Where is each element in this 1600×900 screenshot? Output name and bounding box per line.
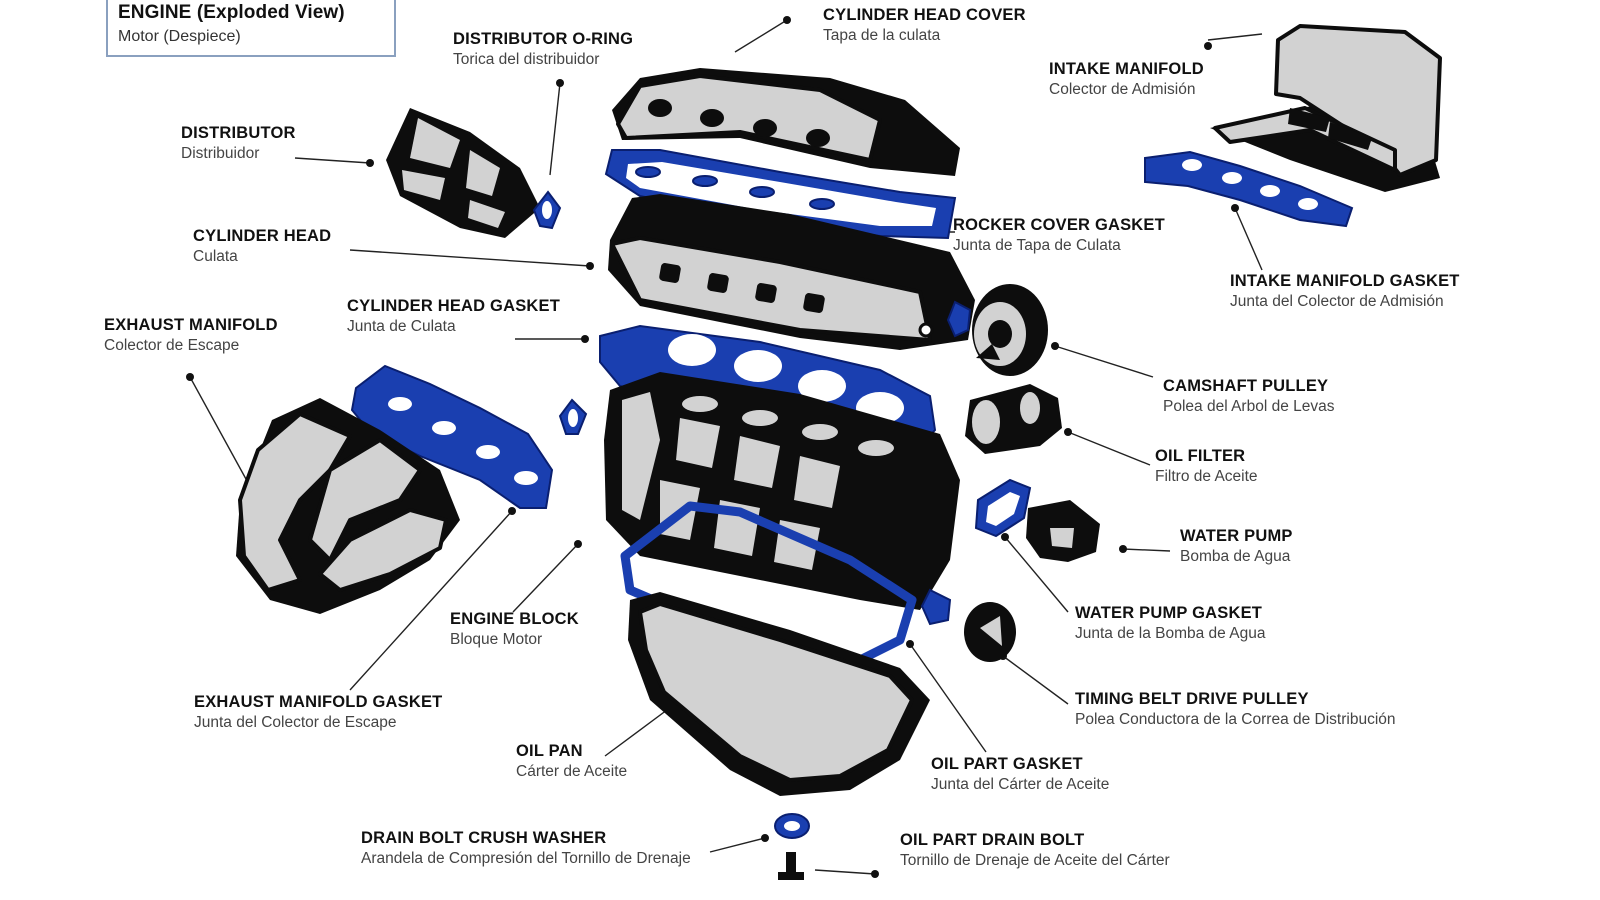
timing-belt-drive-pulley-part (964, 602, 1016, 662)
label-intake-manifold: INTAKE MANIFOLD Colector de Admisión (1049, 60, 1204, 99)
title-spanish: Motor (Despiece) (118, 28, 241, 45)
label-english: OIL PART GASKET (931, 755, 1083, 773)
label-spanish: Cárter de Aceite (516, 763, 628, 780)
intake-manifold-gasket-part (1144, 150, 1354, 228)
camshaft-pulley-part (972, 284, 1048, 376)
label-spanish: Junta del Colector de Escape (194, 714, 397, 731)
label-spanish: Polea Conductora de la Correa de Distrib… (1075, 711, 1396, 728)
oil-pan-drain-bolt-part (778, 852, 804, 880)
label-spanish: Junta de la Bomba de Agua (1075, 625, 1266, 642)
label-spanish: Colector de Admisión (1049, 81, 1196, 98)
label-english: DISTRIBUTOR (181, 124, 296, 142)
label-water-pump: WATER PUMP Bomba de Agua (1180, 527, 1293, 566)
label-english: OIL PAN (516, 742, 583, 760)
label-exhaust-manifold: EXHAUST MANIFOLD Colector de Escape (104, 316, 278, 355)
label-spanish: Polea del Arbol de Levas (1163, 398, 1335, 415)
label-exhaust-manifold-gasket: EXHAUST MANIFOLD GASKET Junta del Colect… (194, 693, 442, 732)
label-english: OIL PART DRAIN BOLT (900, 831, 1085, 849)
label-english: INTAKE MANIFOLD GASKET (1230, 272, 1460, 290)
drain-bolt-crush-washer-part (774, 813, 810, 839)
label-spanish: Junta de Culata (347, 318, 456, 335)
label-oil-part-gasket: OIL PART GASKET Junta del Cárter de Acei… (931, 755, 1109, 794)
label-spanish: Tornillo de Drenaje de Aceite del Cárter (900, 852, 1170, 869)
diagram-title-box: ENGINE (Exploded View) Motor (Despiece) (106, 0, 396, 57)
label-english: CYLINDER HEAD (193, 227, 332, 245)
label-spanish: Bloque Motor (450, 631, 543, 648)
label-english: TIMING BELT DRIVE PULLEY (1075, 690, 1309, 708)
exhaust-manifold-gasket-part (350, 364, 554, 509)
distributor-part (386, 108, 540, 238)
exhaust-manifold-part (236, 398, 460, 614)
label-spanish: Tapa de la culata (823, 27, 941, 44)
label-english: DISTRIBUTOR O-RING (453, 30, 634, 48)
label-english: WATER PUMP (1180, 527, 1293, 545)
label-english: ENGINE BLOCK (450, 610, 579, 628)
label-spanish: Distribuidor (181, 145, 260, 162)
cylinder-head-part (608, 194, 975, 350)
label-english: CYLINDER HEAD GASKET (347, 297, 561, 315)
title-english: ENGINE (Exploded View) (118, 2, 345, 23)
label-cylinder-head-gasket: CYLINDER HEAD GASKET Junta de Culata (347, 297, 560, 336)
label-english: ROCKER COVER GASKET (953, 216, 1165, 234)
label-english: CAMSHAFT PULLEY (1163, 377, 1329, 395)
label-english: OIL FILTER (1155, 447, 1246, 465)
label-distributor: DISTRIBUTOR Distribuidor (181, 124, 296, 163)
label-rocker-cover-gasket: ROCKER COVER GASKET Junta de Tapa de Cul… (953, 216, 1165, 255)
label-spanish: Junta de Tapa de Culata (953, 237, 1121, 254)
label-spanish: Culata (193, 248, 238, 265)
block-o-ring-part (558, 398, 588, 435)
label-spanish: Junta del Cárter de Aceite (931, 776, 1110, 793)
label-intake-manifold-gasket: INTAKE MANIFOLD GASKET Junta del Colecto… (1230, 272, 1460, 311)
label-cylinder-head: CYLINDER HEAD Culata (193, 227, 331, 266)
label-english: EXHAUST MANIFOLD GASKET (194, 693, 443, 711)
label-engine-block: ENGINE BLOCK Bloque Motor (450, 610, 579, 649)
label-english: CYLINDER HEAD COVER (823, 6, 1026, 24)
cylinder-head-cover-part (612, 68, 960, 176)
label-oil-part-drain-bolt: OIL PART DRAIN BOLT Tornillo de Drenaje … (900, 831, 1170, 870)
distributor-o-ring-part (532, 190, 562, 230)
label-oil-pan: OIL PAN Cárter de Aceite (516, 742, 627, 781)
label-english: EXHAUST MANIFOLD (104, 316, 278, 334)
label-spanish: Bomba de Agua (1180, 548, 1291, 565)
oil-pan-part (628, 592, 930, 796)
label-spanish: Filtro de Aceite (1155, 468, 1258, 485)
label-cylinder-head-cover: CYLINDER HEAD COVER Tapa de la culata (823, 6, 1026, 45)
rocker-cover-gasket-part (604, 149, 957, 240)
label-spanish: Junta del Colector de Admisión (1230, 293, 1444, 310)
label-english: INTAKE MANIFOLD (1049, 60, 1204, 78)
water-pump-gasket-part (974, 478, 1032, 538)
label-spanish: Colector de Escape (104, 337, 240, 354)
label-english: DRAIN BOLT CRUSH WASHER (361, 829, 607, 847)
oil-filter-part (965, 384, 1062, 454)
intake-manifold-part (1210, 24, 1442, 192)
label-timing-belt-drive-pulley: TIMING BELT DRIVE PULLEY Polea Conductor… (1075, 690, 1396, 729)
label-camshaft-pulley: CAMSHAFT PULLEY Polea del Arbol de Levas (1163, 377, 1334, 416)
label-distributor-o-ring: DISTRIBUTOR O-RING Torica del distribuid… (453, 30, 633, 69)
label-spanish: Torica del distribuidor (453, 51, 600, 68)
label-spanish: Arandela de Compresión del Tornillo de D… (361, 850, 691, 867)
label-drain-bolt-crush-washer: DRAIN BOLT CRUSH WASHER Arandela de Comp… (361, 829, 691, 868)
water-pump-part (1026, 500, 1100, 562)
label-oil-filter: OIL FILTER Filtro de Aceite (1155, 447, 1258, 486)
label-water-pump-gasket: WATER PUMP GASKET Junta de la Bomba de A… (1075, 604, 1265, 643)
label-english: WATER PUMP GASKET (1075, 604, 1263, 622)
